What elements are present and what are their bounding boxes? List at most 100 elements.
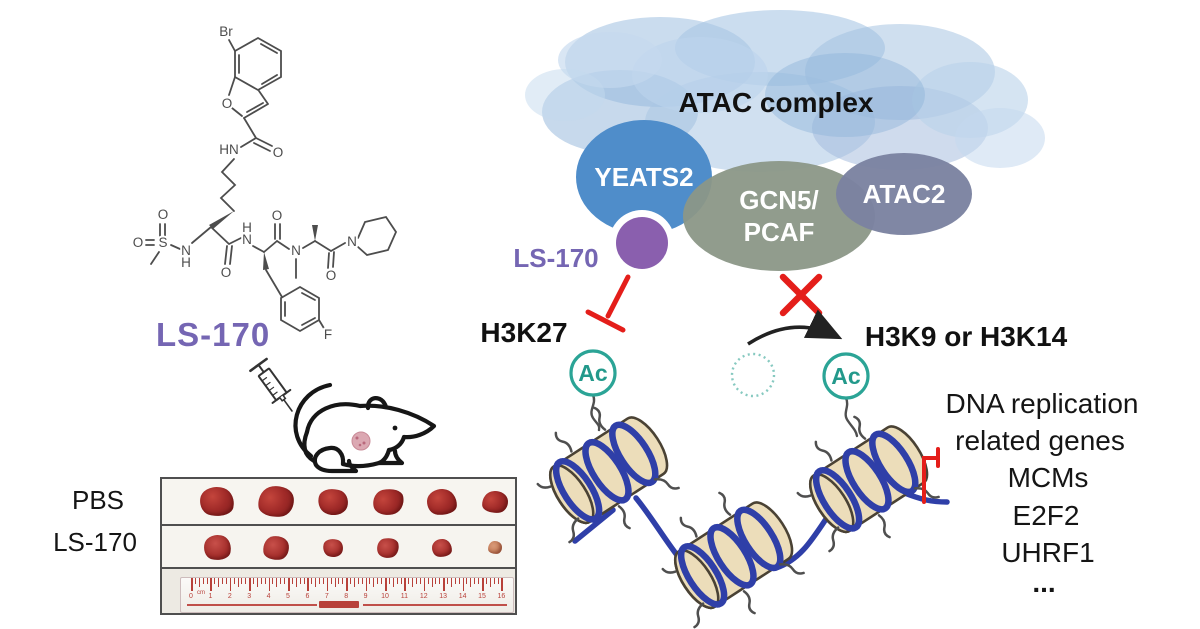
ls170-circle-label: LS-170 [513, 243, 598, 273]
gcn5-label-line2: PCAF [744, 217, 815, 247]
atom-label: O [272, 208, 283, 223]
pbs-tumor-row [162, 479, 515, 524]
ruler-tick [315, 578, 317, 587]
mouse-rump [302, 429, 317, 464]
ruler-tick [501, 578, 503, 591]
ruler-tick [404, 578, 406, 591]
nucleosome-2 [641, 473, 815, 629]
ruler-tick [218, 578, 220, 587]
ruler-red-line [187, 604, 317, 606]
ruler-tick [443, 578, 445, 591]
ruler-tick [330, 578, 332, 584]
ruler-tick [307, 578, 309, 591]
gene-list-line: DNA replication [946, 388, 1139, 419]
ruler-tick [264, 578, 266, 584]
ruler-tick [210, 578, 212, 591]
atac2-subunit [836, 153, 972, 235]
ruler-number: 12 [419, 593, 428, 600]
ruler-number: 8 [344, 593, 349, 600]
ruler-tick [431, 578, 433, 587]
gene-list-line: related genes [955, 425, 1125, 456]
ruler-tick [299, 578, 301, 584]
fluorophenyl-ring [280, 285, 320, 333]
ruler-tick [497, 578, 499, 584]
tumor-specimen [256, 483, 296, 520]
ruler-tick [268, 578, 271, 591]
yeats2-subunit [576, 120, 712, 234]
atom-label: N [291, 243, 301, 258]
ls170-tumor-row [162, 524, 515, 569]
ruler-tick [392, 578, 394, 587]
furan-ring [228, 76, 269, 119]
ruler-tick [412, 578, 414, 587]
tumor-specimen [370, 485, 406, 518]
ruler-tick [454, 578, 456, 584]
ruler-number: 3 [247, 593, 252, 600]
gene-list-line: E2F2 [1013, 500, 1080, 531]
ruler-tick [478, 578, 480, 584]
ruler-tick [342, 578, 344, 584]
ruler-number: 10 [381, 593, 389, 600]
ruler-tick [493, 578, 495, 584]
atom-label: H [181, 255, 191, 270]
ruler-number: 2 [227, 593, 232, 600]
ruler-tick [288, 578, 290, 591]
ruler-tick [202, 578, 204, 584]
ac-label: Ac [831, 363, 861, 389]
ruler-tick [408, 578, 410, 584]
ruler-tick [357, 578, 359, 584]
atom-label: O [158, 207, 169, 222]
ruler-tick [439, 578, 441, 584]
ruler-tick [396, 578, 398, 584]
ruler-tick [284, 578, 286, 584]
ruler-tick [416, 578, 418, 584]
ruler-tick [400, 578, 402, 584]
mouse-line-art [293, 382, 437, 474]
tumor-spot [351, 431, 371, 451]
blocked-cross-icon [779, 273, 823, 317]
atom-labels: Br O O HN O O S N H O H N O N O N F [131, 22, 359, 344]
ruler-tick [470, 578, 472, 587]
ruler-tick [253, 578, 255, 584]
ruler-number: 5 [286, 593, 290, 600]
mouse-body [304, 402, 437, 453]
ruler-tick [369, 578, 371, 584]
atom-label: Br [219, 24, 233, 39]
atom-label: S [158, 235, 167, 250]
ruler-tick [303, 578, 305, 584]
row-label-pbs: PBS [71, 485, 125, 515]
mouse-hind-leg [312, 445, 359, 474]
atom-label: H [242, 220, 252, 235]
tumor-specimen [198, 484, 236, 519]
ruler-tick [260, 578, 262, 584]
ruler-tick [229, 578, 232, 591]
ruler-number: 11 [400, 593, 409, 600]
ruler-tick [485, 578, 487, 584]
ruler-tick [326, 578, 329, 591]
ruler-brand-badge [319, 601, 359, 608]
ruler-tick [373, 578, 375, 587]
ruler-tick [222, 578, 224, 584]
gcn5-pcaf-subunit [683, 161, 875, 271]
ruler-tick [280, 578, 282, 584]
ruler-tick [377, 578, 379, 584]
mouse-eye [392, 425, 398, 431]
ac-label: Ac [578, 360, 608, 386]
mouse-ear [365, 396, 389, 411]
ruler-number: 16 [497, 593, 506, 600]
tumor-specimen [315, 485, 351, 518]
ruler-red-line [363, 604, 507, 606]
stereo-wedges [209, 211, 318, 270]
atac-complex-cloud [525, 10, 1045, 172]
atom-label: F [324, 327, 332, 342]
gene-list-ellipsis: ... [1032, 567, 1055, 598]
ruler-tick [311, 578, 313, 584]
tumor-specimen [201, 533, 233, 562]
blocked-transcription-start-icon [922, 447, 940, 504]
ruler-tick [241, 578, 243, 584]
mouse-front-leg [376, 447, 405, 466]
ruler-tick [214, 578, 216, 584]
ruler-tick [322, 578, 324, 584]
h3k9ac-mark: Ac [822, 352, 870, 400]
